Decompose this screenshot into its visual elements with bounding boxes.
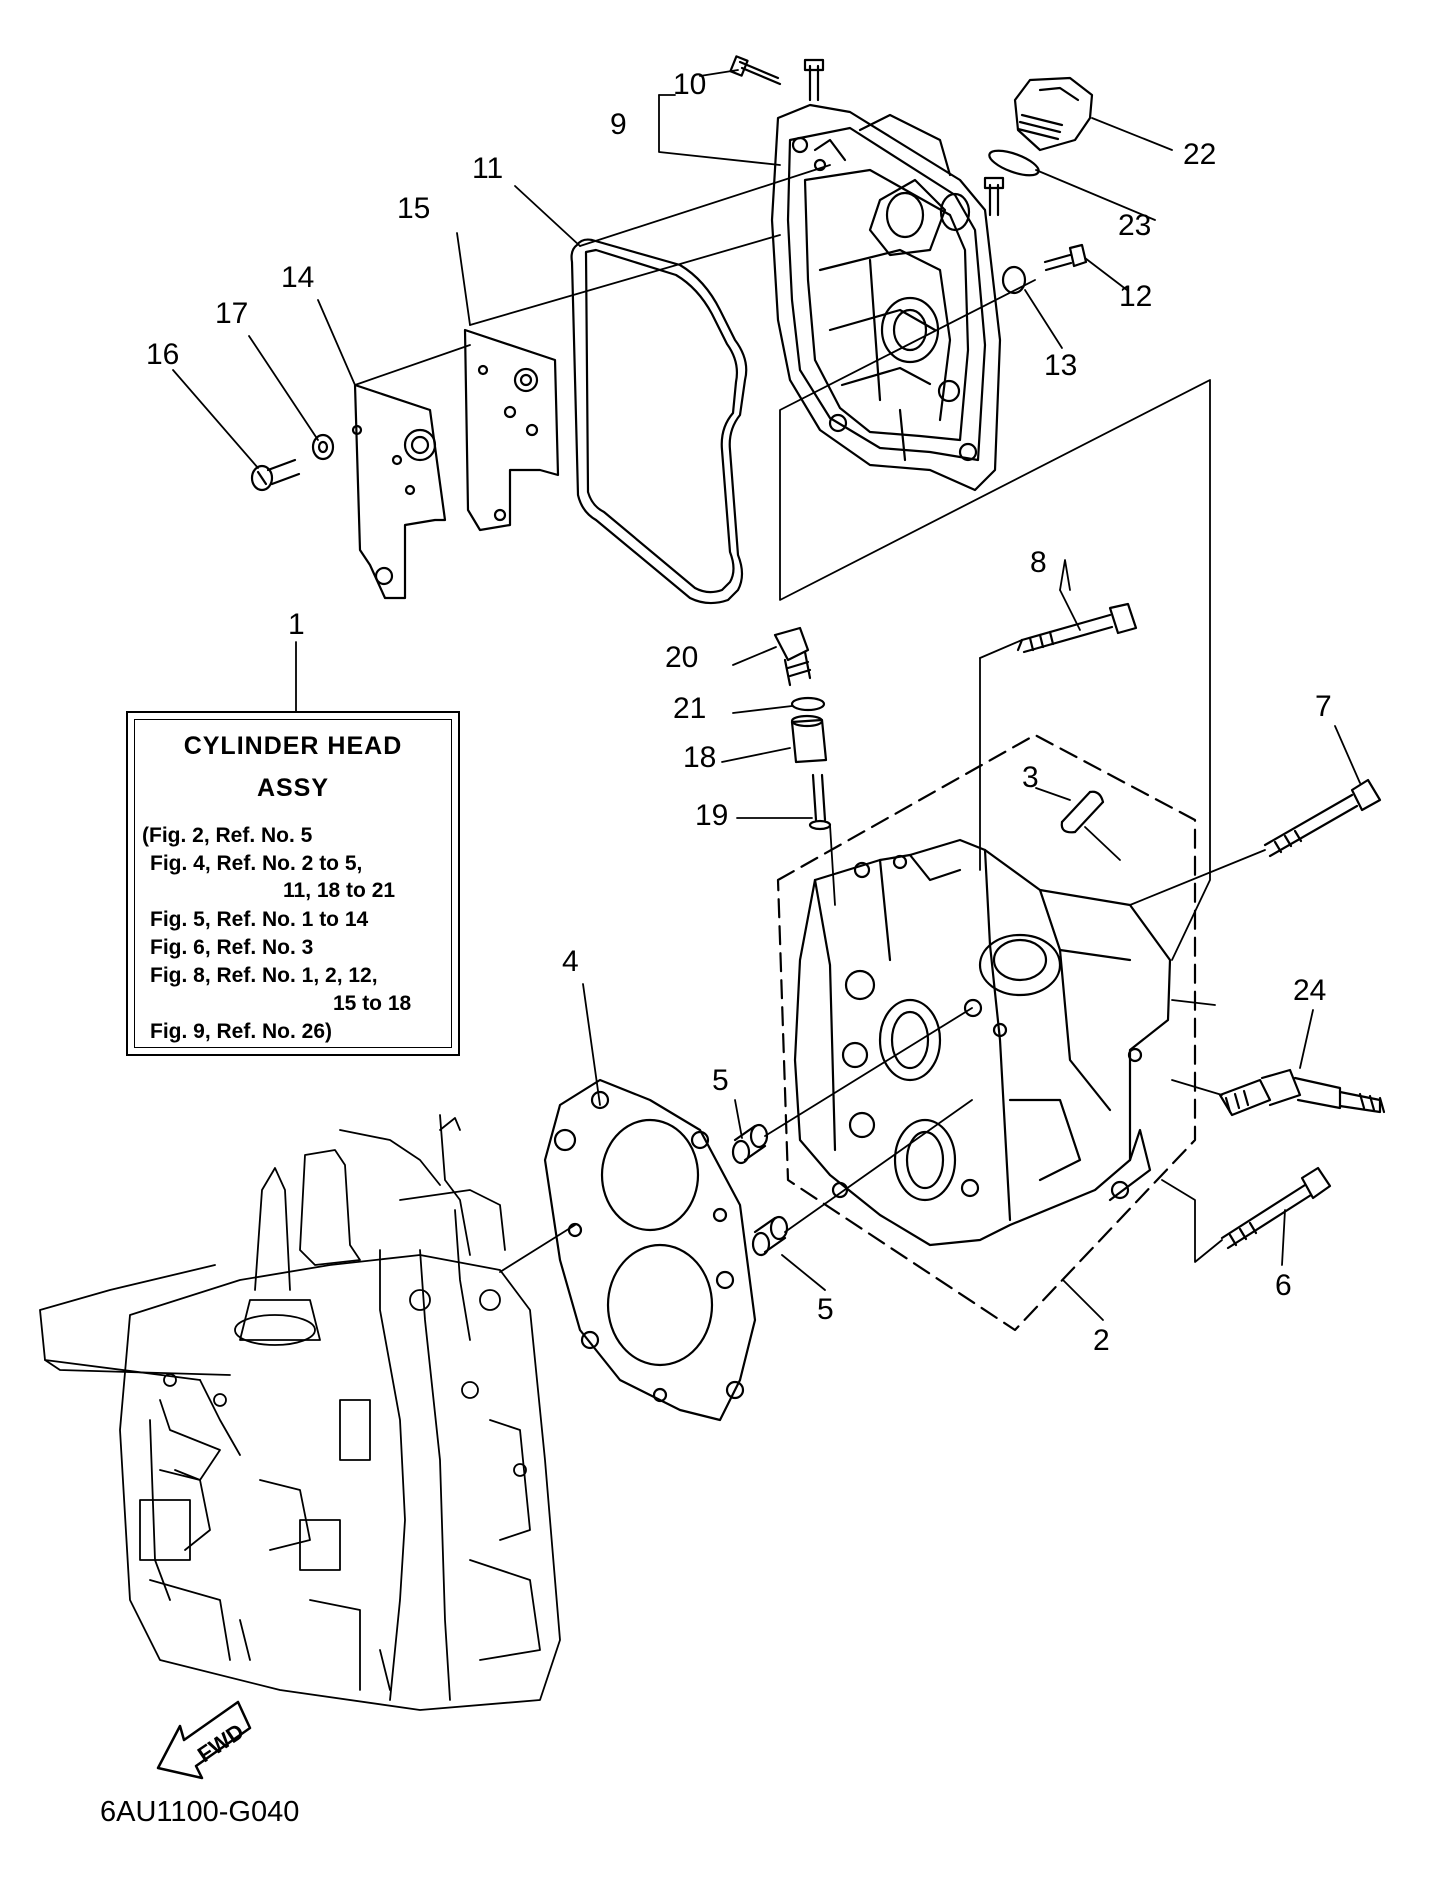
callout-1: 1 [288, 608, 305, 641]
screw-part-16 [250, 458, 301, 492]
o-ring-part-21 [790, 696, 826, 712]
callout-4: 4 [562, 945, 579, 978]
note-line: 15 to 18 [333, 992, 412, 1015]
washer-part-17 [311, 433, 335, 461]
callout-19: 19 [695, 799, 728, 832]
dowel-part-5-upper [731, 1123, 769, 1165]
callout-21: 21 [673, 692, 706, 725]
callout-labels: 10 9 11 15 14 17 16 22 23 12 13 8 20 21 … [146, 68, 1332, 1357]
note-line: Fig. 4, Ref. No. 2 to 5, [150, 852, 363, 875]
callout-2: 2 [1093, 1324, 1110, 1357]
bolt-part-7 [1263, 778, 1382, 858]
callout-5-upper: 5 [712, 1064, 729, 1097]
note-line: Fig. 6, Ref. No. 3 [150, 936, 314, 959]
callout-18: 18 [683, 741, 716, 774]
note-line: Fig. 5, Ref. No. 1 to 14 [150, 908, 369, 931]
spark-plug-part [1218, 1068, 1386, 1117]
washer-part-13 [1001, 265, 1027, 295]
fwd-arrow-icon: FWD [156, 1700, 252, 1780]
plate-part-15 [463, 328, 560, 532]
callout-22: 22 [1183, 138, 1216, 171]
callout-6: 6 [1275, 1269, 1292, 1302]
head-gasket-part [543, 1078, 757, 1422]
bolt-part-12 [1043, 243, 1088, 272]
callout-7: 7 [1315, 690, 1332, 723]
plug-part-20 [773, 626, 812, 687]
engine-block [39, 1114, 561, 1711]
callout-8: 8 [1030, 546, 1047, 579]
gasket-part-11 [570, 238, 748, 605]
callout-12: 12 [1119, 280, 1152, 313]
callout-17: 17 [215, 297, 248, 330]
note-line: Fig. 9, Ref. No. 26) [150, 1020, 333, 1043]
callout-20: 20 [665, 641, 698, 674]
plate-part-14 [351, 383, 447, 600]
note-inner-frame [134, 719, 452, 1048]
note-line: Fig. 8, Ref. No. 1, 2, 12, [150, 964, 378, 987]
callout-14: 14 [281, 261, 314, 294]
assembly-outline-2 [776, 733, 1197, 1332]
note-subtitle: ASSY [256, 774, 330, 802]
dowel-part-5-lower [751, 1215, 789, 1257]
bolt-part-10 [729, 55, 782, 86]
note-line: 11, 18 to 21 [283, 879, 396, 902]
callout-16: 16 [146, 338, 179, 371]
screw-part-19 [808, 773, 832, 831]
bolt-part-6 [1220, 1166, 1332, 1250]
note-title: CYLINDER HEAD [183, 732, 403, 760]
note-line: (Fig. 2, Ref. No. 5 [142, 824, 313, 847]
cylinder-head-assy-note: CYLINDER HEAD ASSY (Fig. 2, Ref. No. 5 F… [126, 711, 460, 1056]
bolt-part-8 [1016, 602, 1138, 654]
sleeve-part-18 [790, 714, 828, 764]
dowel-part-3 [1060, 790, 1105, 834]
callout-9: 9 [610, 108, 627, 141]
head-cover-part [770, 103, 1002, 492]
callout-11: 11 [472, 152, 503, 185]
callout-15: 15 [397, 192, 430, 225]
callout-24: 24 [1293, 974, 1326, 1007]
leader-lines [172, 69, 1361, 1321]
callout-10: 10 [673, 68, 706, 101]
callout-23: 23 [1118, 209, 1151, 242]
callout-3: 3 [1022, 761, 1039, 794]
stud-part [803, 58, 1005, 217]
figure-code: 6AU1100-G040 [100, 1796, 300, 1828]
callout-5-lower: 5 [817, 1293, 834, 1326]
oil-cap-part [1013, 76, 1094, 152]
callout-13: 13 [1044, 349, 1077, 382]
o-ring-part-23 [988, 149, 1040, 177]
